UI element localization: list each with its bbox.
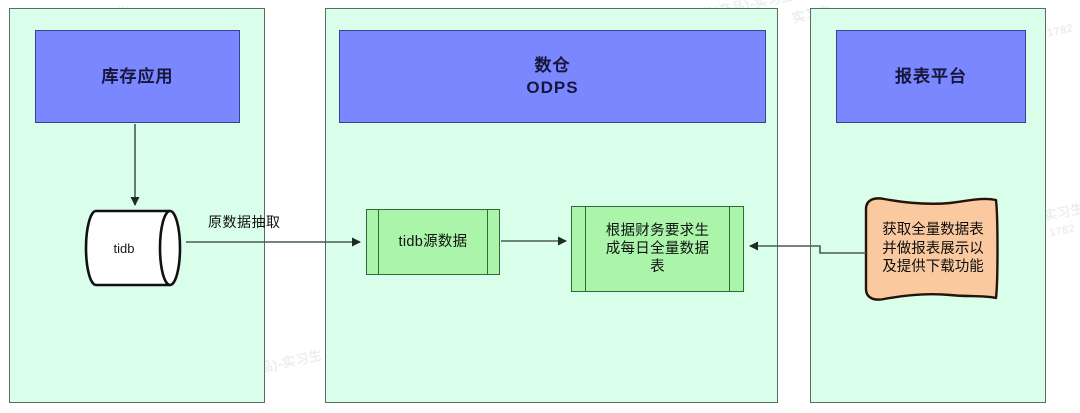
node-tidb-database-label: tidb (113, 240, 135, 256)
node-tidb-source-data: tidb源数据 (366, 209, 500, 275)
node-daily-full-table-line1: 根据财务要求生 (605, 222, 710, 239)
watermark: 1782 (1048, 222, 1077, 240)
header-report-platform-label: 报表平台 (895, 66, 967, 86)
node-daily-full-table-line3: 表 (650, 259, 665, 276)
watermark: 实习生 (1042, 200, 1080, 224)
node-report-tape-line3: 及提供下载功能 (882, 259, 984, 276)
process-bar-right (487, 210, 488, 274)
node-daily-full-table: 根据财务要求生 成每日全量数据 表 (571, 206, 744, 292)
node-tidb-source-data-label: tidb源数据 (398, 233, 468, 250)
header-report-platform: 报表平台 (836, 30, 1026, 123)
header-data-warehouse-line2: ODPS (526, 77, 579, 97)
header-data-warehouse: 数仓 ODPS (339, 30, 766, 123)
node-daily-full-table-line2: 成每日全量数据 (605, 240, 710, 257)
node-report-tape: 获取全量数据表 并做报表展示以 及提供下载功能 (858, 195, 1006, 303)
header-inventory-app: 库存应用 (35, 30, 240, 123)
tape-shape-icon (864, 197, 999, 301)
process-bar-left (585, 207, 586, 291)
process-bar-right (729, 207, 730, 291)
process-bar-left (378, 210, 379, 274)
header-data-warehouse-line1: 数仓 (534, 55, 571, 75)
node-report-tape-line1: 获取全量数据表 (882, 221, 984, 238)
node-tidb-database: tidb (76, 209, 190, 287)
header-inventory-app-label: 库存应用 (101, 66, 174, 86)
edge-label-raw-data-extract: 原数据抽取 (208, 214, 281, 230)
cylinder-icon (84, 209, 182, 287)
node-report-tape-label: 获取全量数据表 并做报表展示以 及提供下载功能 (868, 195, 998, 303)
node-report-tape-line2: 并做报表展示以 (882, 240, 984, 257)
watermark: 1782 (1046, 22, 1075, 40)
